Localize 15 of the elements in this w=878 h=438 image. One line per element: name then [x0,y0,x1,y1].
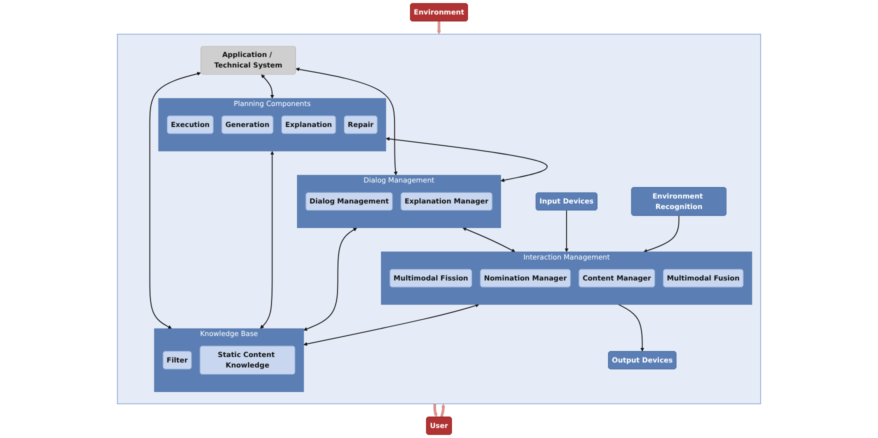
arrow [260,151,274,329]
arrow [437,20,441,34]
arrow [303,228,358,331]
arrow [303,304,480,346]
arrow [296,67,398,176]
cluster [117,34,761,404]
arrow [643,215,680,253]
arrow [433,404,438,418]
arrow [386,137,548,182]
arrow [462,227,516,252]
arrow [618,304,644,352]
arrow [261,74,274,99]
arrow [564,210,568,252]
arrow [440,404,446,418]
arrow [149,72,201,329]
